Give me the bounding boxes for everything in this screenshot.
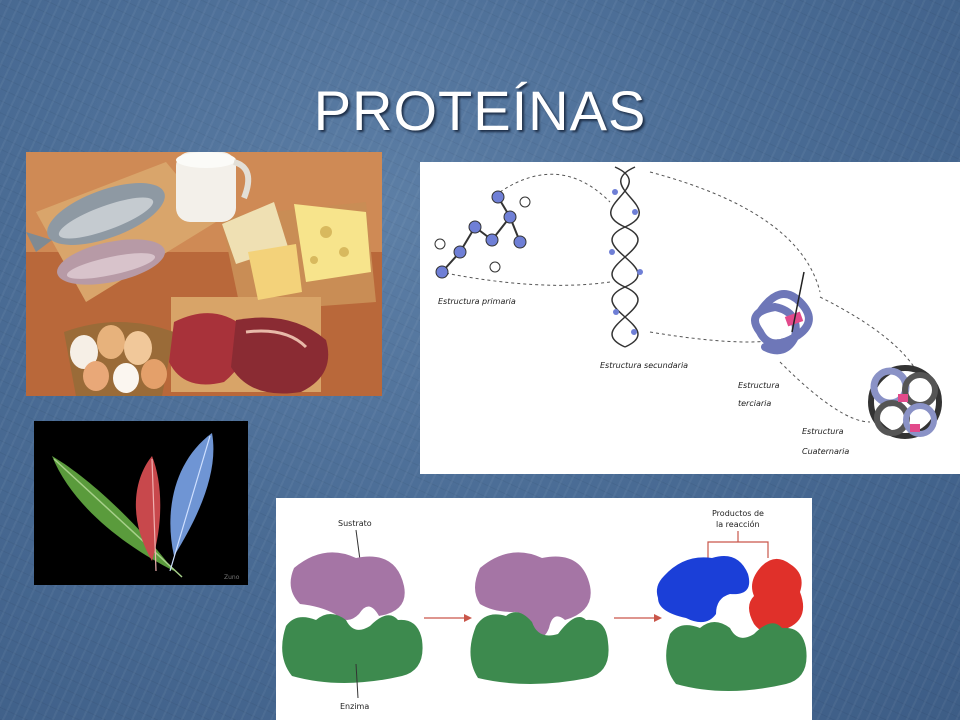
products-label-line2: la reacción bbox=[716, 519, 760, 529]
quaternary-structure-label-line2: Cuaternaria bbox=[802, 447, 849, 456]
substrate-shape-2 bbox=[475, 552, 591, 638]
quaternary-structure-complex bbox=[868, 365, 942, 439]
enzyme-shape-2 bbox=[470, 612, 609, 684]
substrate-label: Sustrato bbox=[338, 519, 372, 528]
tertiary-structure-label-line2: terciaria bbox=[738, 399, 771, 408]
secondary-structure-label: Estructura secundaria bbox=[600, 361, 688, 370]
products-label-line1: Productos de bbox=[712, 509, 764, 518]
secondary-structure-helix bbox=[609, 166, 643, 348]
enzyme-substrate-diagram: Sustrato Enzima Productos de la reacción bbox=[276, 498, 812, 720]
product-a-shape bbox=[656, 556, 750, 623]
tertiary-structure-fold bbox=[751, 271, 813, 355]
substrate-shape-1 bbox=[290, 552, 405, 620]
protein-structure-diagram: Estructura primaria Estructura secundari… bbox=[420, 162, 960, 474]
feathers-watermark: Zuno bbox=[224, 574, 240, 581]
product-b-shape bbox=[749, 558, 804, 634]
primary-structure-label: Estructura primaria bbox=[438, 297, 516, 306]
slide-title: PROTEÍNAS bbox=[313, 79, 647, 142]
tertiary-structure-label-line1: Estructura bbox=[738, 381, 780, 390]
quaternary-structure-label-line1: Estructura bbox=[802, 427, 844, 436]
enzyme-label: Enzima bbox=[340, 702, 369, 711]
primary-structure-chain bbox=[434, 190, 531, 279]
protein-foods-image bbox=[26, 152, 382, 396]
enzyme-shape-3 bbox=[666, 622, 807, 691]
enzyme-shape-1 bbox=[282, 614, 423, 683]
feathers-image: Zuno bbox=[34, 421, 248, 585]
